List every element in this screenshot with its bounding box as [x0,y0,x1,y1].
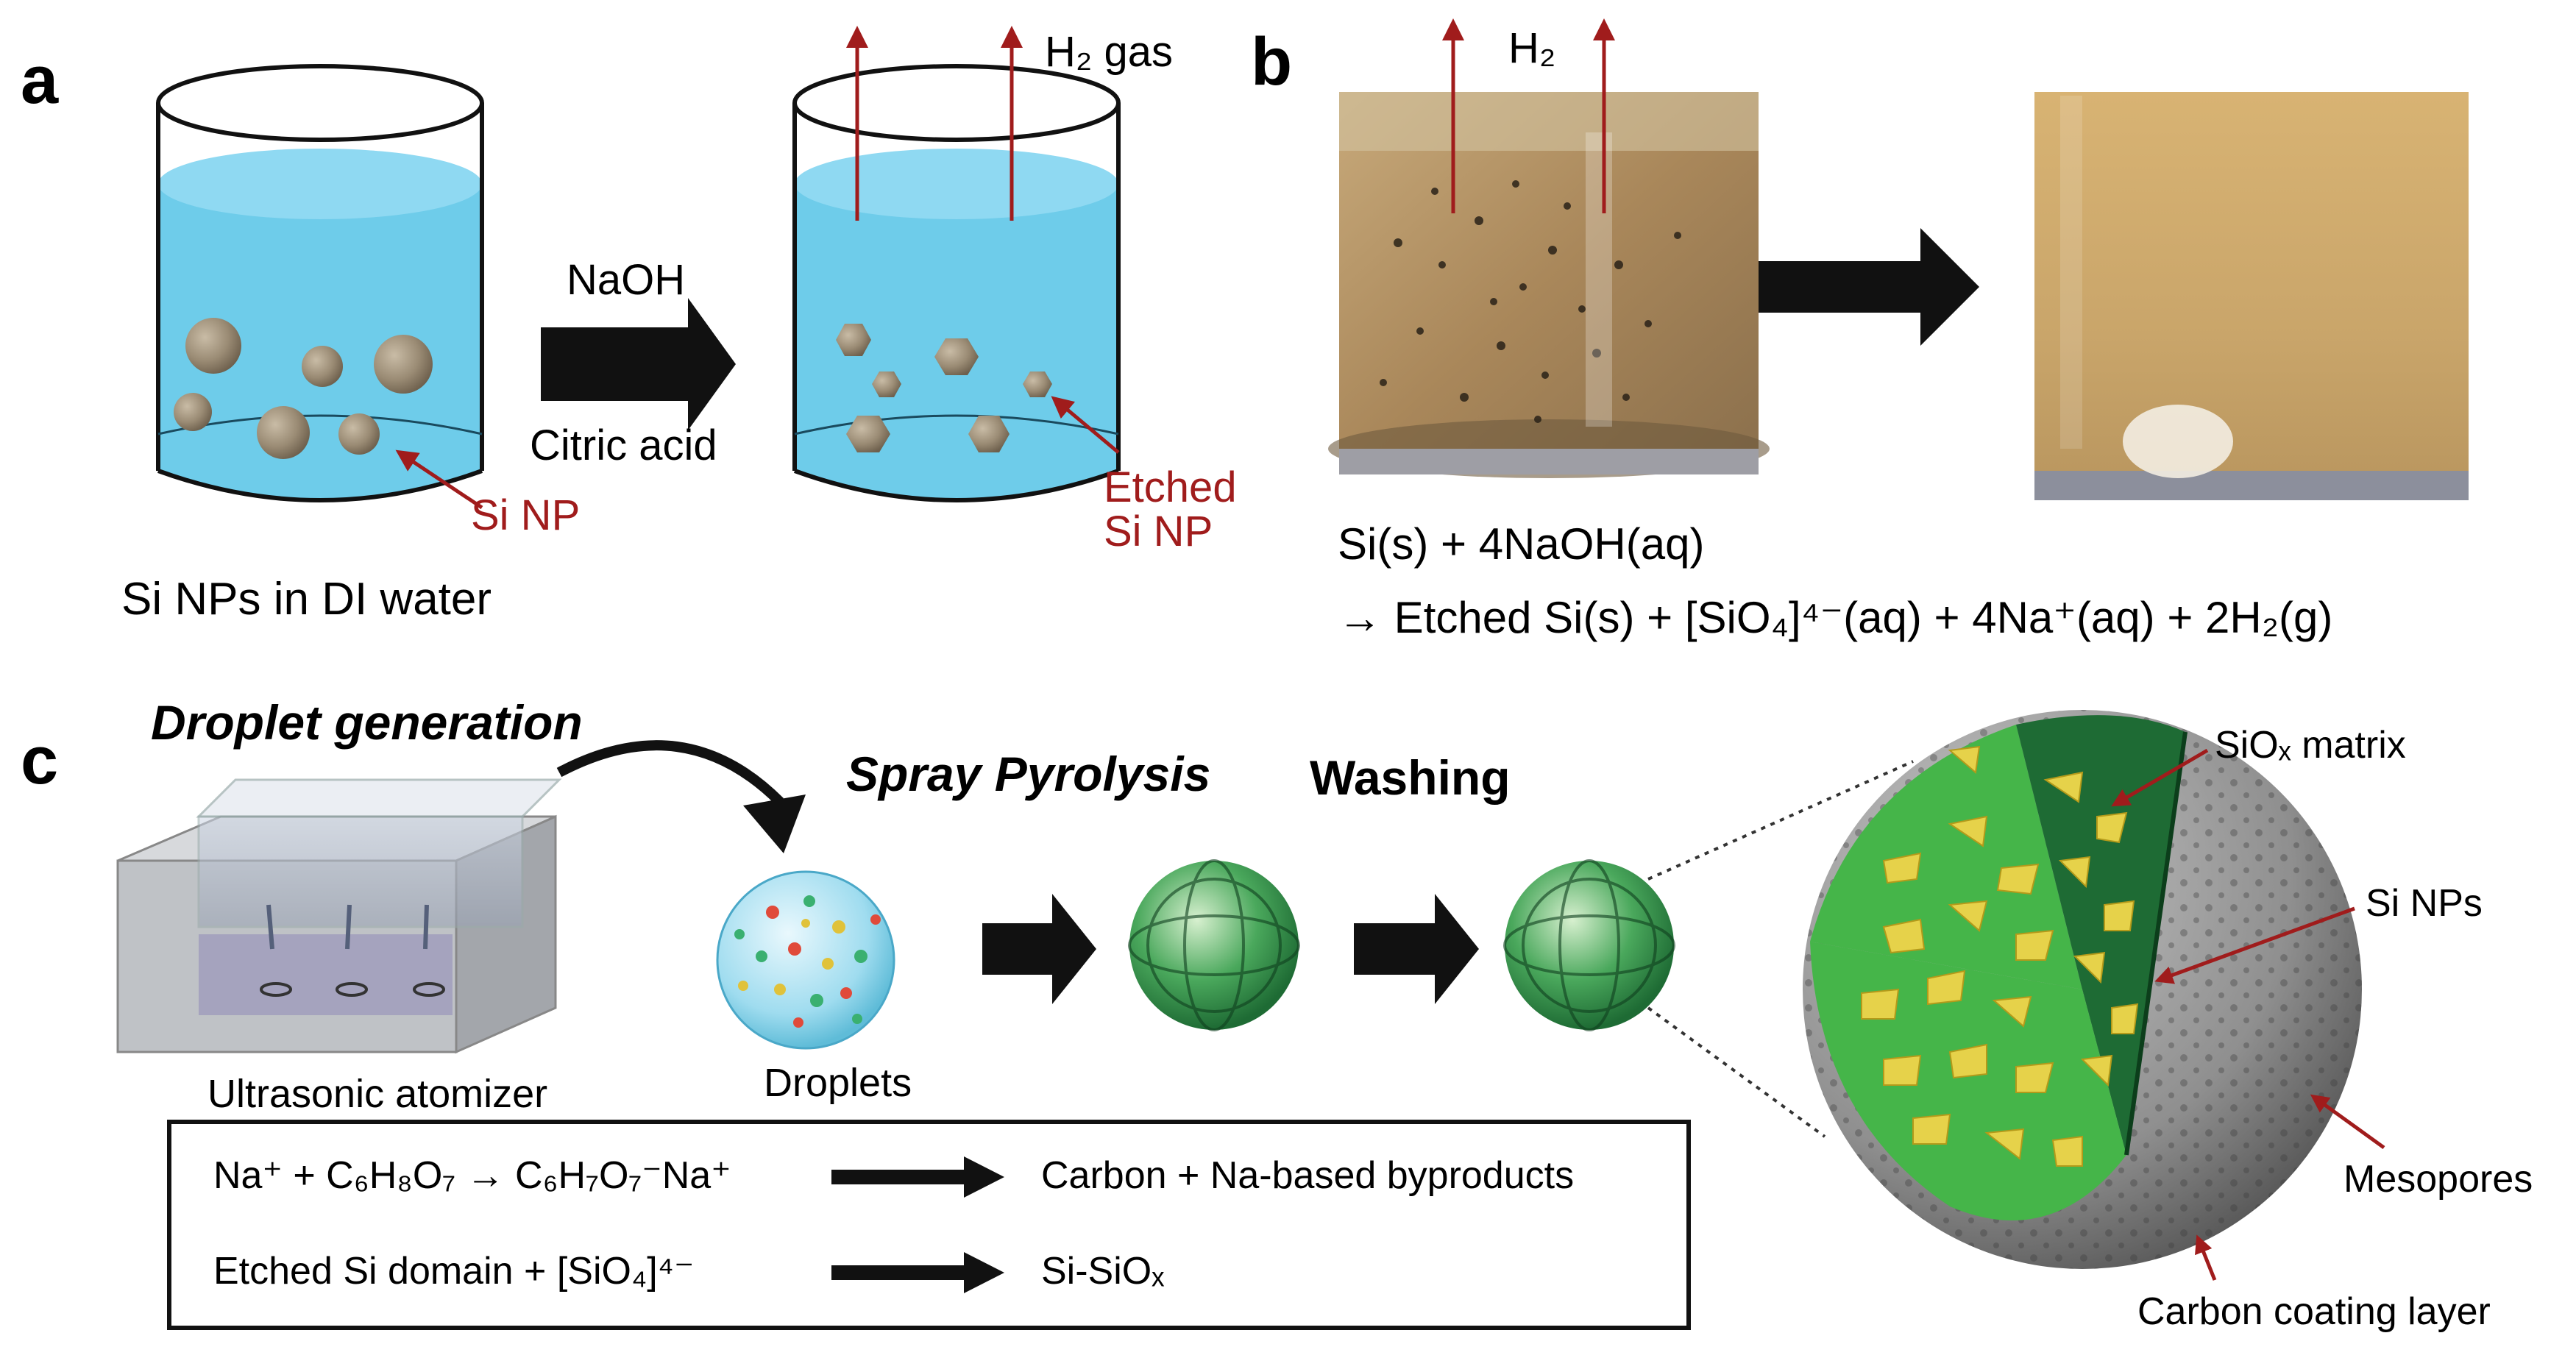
droplet-sphere [716,870,895,1050]
panel-letter-c: c [21,723,58,798]
etched-label-line2: Si NP [1104,508,1213,555]
beaker-after [792,64,1121,502]
h2-gas-arrows-b [1442,18,1615,213]
photo-before [1328,92,1770,478]
h2-gas-label: H₂ gas [1045,28,1173,76]
equation-line1: Si(s) + 4NaOH(aq) [1338,519,1704,569]
ultrasonic-atomizer [116,778,562,1054]
atomizer-label: Ultrasonic atomizer [207,1072,547,1116]
reaction2-right: Si-SiOₓ [1041,1250,1164,1293]
reaction-box [167,1120,1691,1330]
reaction-arrow-b [1759,228,1979,346]
reaction1-arrow [831,1156,1004,1198]
carbon-layer-label: Carbon coating layer [2137,1290,2491,1333]
reaction1-left: Na⁺ + C₆H₈O₇ → C₆H₇O₇⁻Na⁺ [213,1154,731,1197]
droplets-label: Droplets [764,1061,912,1105]
citric-acid-label: Citric acid [530,422,717,469]
etched-label-line1: Etched [1104,463,1237,511]
arrow-washing [1354,894,1479,1004]
panel-letter-b: b [1251,24,1292,99]
zoom-lines [1647,760,1914,1138]
droplet-curve-arrow [556,740,784,806]
pyrolyzed-sphere [1128,859,1300,1031]
droplet-curve-arrowhead [743,794,806,853]
si-nanoparticles [174,318,433,459]
si-np-pointer [395,449,483,510]
si-nps-label: Si NPs [2366,882,2483,925]
cross-section-pointers [2111,748,2385,1281]
naoh-label: NaOH [567,256,685,304]
etched-nanoparticles [836,324,1052,452]
mesopores-label: Mesopores [2343,1158,2533,1201]
panel-letter-a: a [21,43,59,118]
droplet-generation-label: Droplet generation [151,695,583,750]
reaction2-left: Etched Si domain + [SiO₄]⁴⁻ [213,1250,694,1293]
si-np-label: Si NP [471,491,580,539]
beaker-before [156,64,484,502]
siox-matrix-label: SiOₓ matrix [2215,724,2406,767]
equation-line2: → Etched Si(s) + [SiO₄]⁴⁻(aq) + 4Na⁺(aq)… [1338,593,2332,642]
h2-label-b: H₂ [1508,24,1555,72]
washed-sphere [1503,859,1675,1031]
arrow-spray-pyrolysis [982,894,1096,1004]
cross-section-sphere [1803,710,2362,1269]
reaction2-arrow [831,1252,1004,1293]
etched-pointer [1051,396,1120,454]
spray-pyrolysis-label: Spray Pyrolysis [846,747,1210,801]
h2-gas-arrows-a [846,26,1023,221]
panel-a-caption: Si NPs in DI water [121,574,492,625]
photo-after [2034,92,2469,500]
washing-label: Washing [1310,750,1511,805]
reaction1-right: Carbon + Na-based byproducts [1041,1154,1574,1197]
reaction-arrow-a [541,298,736,430]
